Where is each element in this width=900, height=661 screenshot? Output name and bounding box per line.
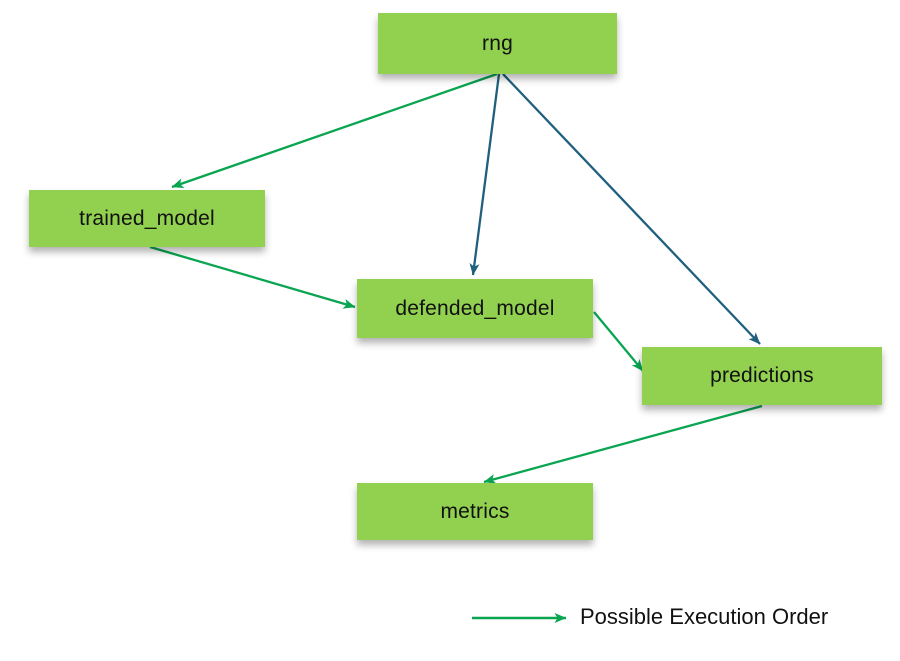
edge-rng-predictions	[502, 73, 761, 345]
node-predictions-label: predictions	[710, 364, 814, 387]
node-trained-model-label: trained_model	[79, 206, 215, 230]
node-rng-label: rng	[482, 31, 513, 55]
edge-trained-model-defended-model	[149, 245, 356, 309]
node-rng: rng	[378, 13, 617, 74]
node-trained-model: trained_model	[29, 190, 265, 247]
legend-label: Possible Execution Order	[580, 604, 829, 629]
node-defended-model-label: defended_model	[395, 296, 555, 320]
node-metrics: metrics	[357, 483, 593, 540]
edge-rng-defended-model	[469, 73, 501, 276]
edge-defended-model-predictions	[593, 311, 644, 372]
edge-rng-trained-model	[171, 72, 498, 189]
edge-predictions-metrics	[483, 404, 763, 484]
node-predictions: predictions	[642, 347, 882, 405]
node-defended-model: defended_model	[357, 279, 593, 338]
node-metrics-label: metrics	[440, 499, 510, 523]
